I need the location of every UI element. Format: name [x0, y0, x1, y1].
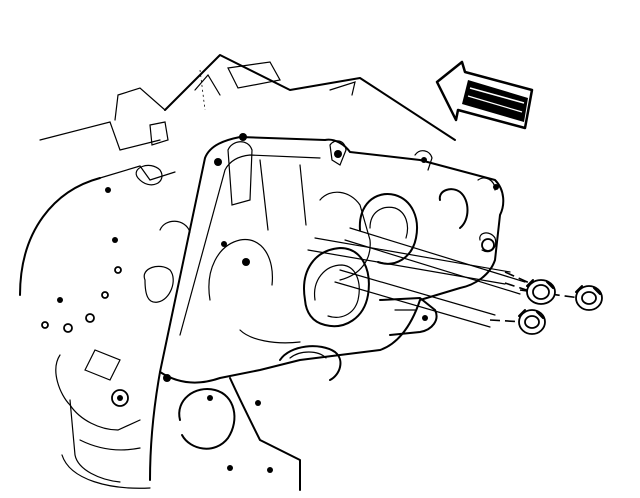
bolt-head	[575, 285, 603, 311]
oil-pump-bolt	[334, 269, 526, 328]
timing-cover	[69, 133, 505, 491]
engine-block	[19, 54, 456, 489]
oil-pump-bolt	[307, 237, 546, 297]
direction-arrow-icon	[435, 60, 534, 130]
bolt-head	[518, 309, 546, 335]
bolt-head	[526, 279, 556, 305]
